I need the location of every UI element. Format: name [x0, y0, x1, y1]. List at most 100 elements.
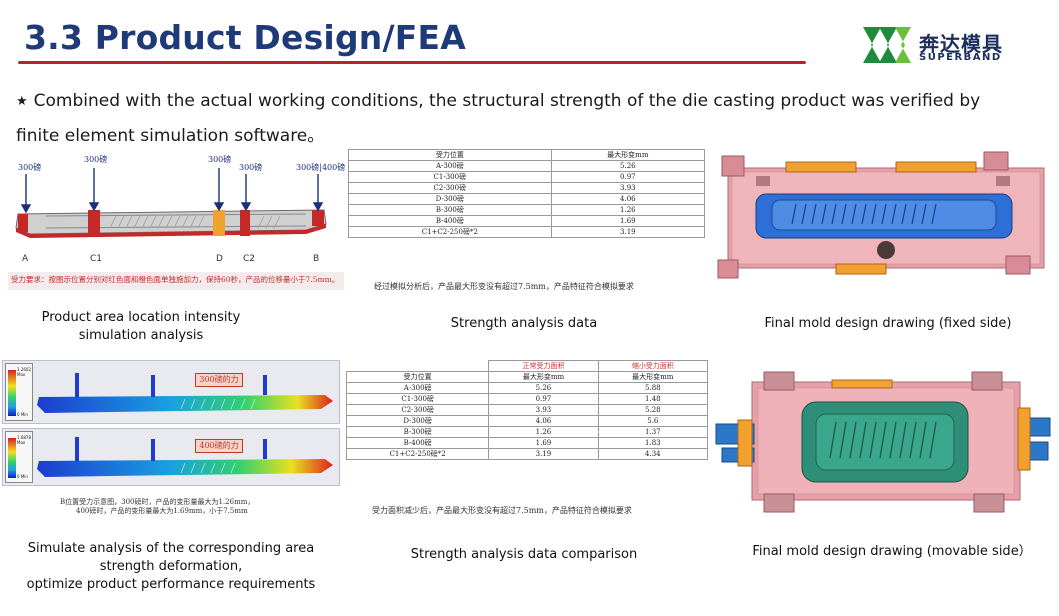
legend-colorbar: [8, 438, 16, 478]
table2-group-reduced: 缩小受力面积: [597, 360, 709, 372]
table-cell: 3.19: [550, 226, 706, 238]
point-label-d: D: [216, 254, 223, 264]
table-cell: 4.34: [597, 448, 709, 460]
caption-load-analysis: Product area location intensity simulati…: [41, 310, 241, 343]
point-label-b: B: [313, 254, 319, 264]
force-label-c1: 300磅: [84, 154, 107, 164]
simulation-note-line1: B位置受力示意图，300磅时，产品的变形量最大为1.26mm，: [60, 498, 255, 506]
load-position-diagram: 300磅 300磅 300磅 300磅 300磅|400磅 A C1 D C2 …: [15, 154, 345, 264]
load-requirement-note: 受力要求：按图示位置分别对红色面和橙色面单独施加力，保持60秒，产品的位移量小于…: [8, 272, 344, 290]
table-cell: 1.69: [488, 437, 599, 449]
legend-min-label: 0 Min: [17, 412, 28, 417]
table-cell: 1.83: [597, 437, 709, 449]
color-legend: 1.2602 Max 0 Min: [5, 363, 33, 421]
force-label-c2: 300磅: [239, 162, 262, 172]
caption-strength-data: Strength analysis data: [450, 316, 598, 331]
table-cell: C1+C2-250磅*2: [345, 448, 490, 460]
star-bullet-icon: ★: [16, 94, 28, 109]
table-cell: D-300磅: [345, 415, 490, 427]
table1-header-deformation: 最大形变mm: [550, 149, 706, 161]
deformation-plot-400: [37, 437, 333, 477]
table-cell: 0.97: [488, 393, 599, 405]
company-logo: 奔达模具 SUPERBAND: [861, 22, 1021, 68]
point-label-a: A: [22, 254, 29, 264]
table-cell: 1.37: [597, 426, 709, 438]
table-cell: 1.26: [488, 426, 599, 438]
table-cell: C1+C2-250磅*2: [348, 226, 552, 238]
point-label-c1: C1: [90, 254, 102, 264]
force-tag-300: 300磅的力: [195, 373, 243, 387]
table-cell: 5.26: [488, 382, 599, 394]
table-cell: 4.06: [550, 193, 706, 205]
point-label-c2: C2: [243, 254, 255, 264]
title-underline: [18, 61, 806, 64]
table-cell: B-300磅: [348, 204, 552, 216]
force-tag-400: 400磅的力: [195, 439, 243, 453]
caption-fixed-mold: Final mold design drawing (fixed side): [764, 316, 1012, 331]
table-cell: 1.69: [550, 215, 706, 227]
table-cell: 3.93: [488, 404, 599, 416]
intro-text: Combined with the actual working conditi…: [16, 91, 981, 146]
table-cell: 1.48: [597, 393, 709, 405]
caption-comparison: Strength analysis data comparison: [410, 547, 638, 562]
caption-movable-mold: Final mold design drawing (movable side）: [752, 544, 1032, 559]
simulation-image-400: 1.6878 Max 0 Min 400磅的力: [2, 428, 340, 486]
table-cell: C2-300磅: [348, 182, 552, 194]
intro-paragraph: ★Combined with the actual working condit…: [16, 84, 1016, 153]
logo-chinese-text: 奔达模具: [919, 32, 1003, 56]
table1-note: 经过模拟分析后，产品最大形变没有超过7.5mm，产品特征符合模拟要求: [374, 282, 634, 291]
table-cell: 1.26: [550, 204, 706, 216]
simulation-note: B位置受力示意图，300磅时，产品的变形量最大为1.26mm， 400磅时，产品…: [60, 498, 300, 516]
legend-colorbar: [8, 370, 16, 416]
table-cell: C1-300磅: [345, 393, 490, 405]
table2-header-deformation-normal: 最大形变mm: [488, 371, 599, 383]
table-cell: B-300磅: [345, 426, 490, 438]
force-label-b: 300磅|400磅: [296, 162, 345, 172]
table-cell: 5.88: [597, 382, 709, 394]
color-legend: 1.6878 Max 0 Min: [5, 431, 33, 483]
table-cell: D-300磅: [348, 193, 552, 205]
table1-header-position: 受力位置: [348, 149, 552, 161]
table-cell: 4.06: [488, 415, 599, 427]
table-cell: 5.6: [597, 415, 709, 427]
superband-logo-icon: [863, 27, 911, 63]
page-title: 3.3 Product Design/FEA: [24, 18, 466, 57]
table-cell: 3.19: [488, 448, 599, 460]
table-cell: A-300磅: [345, 382, 490, 394]
legend-min-label: 0 Min: [17, 474, 28, 479]
table-cell: 3.93: [550, 182, 706, 194]
table-cell: 0.97: [550, 171, 706, 183]
table-cell: B-400磅: [345, 437, 490, 449]
fixed-mold-drawing: [717, 151, 1045, 279]
force-label-d: 300磅: [208, 154, 231, 164]
caption-simulation: Simulate analysis of the corresponding a…: [26, 541, 316, 592]
simulation-image-300: 1.2602 Max 0 Min 300磅的力: [2, 360, 340, 424]
movable-mold-drawing: [715, 371, 1051, 513]
table-cell: C2-300磅: [345, 404, 490, 416]
table-cell: 5.28: [597, 404, 709, 416]
deformation-plot-300: [37, 373, 333, 413]
table-cell: 5.26: [550, 160, 706, 172]
table2-header-position: 受力位置: [345, 371, 490, 383]
logo-english-text: SUPERBAND: [919, 52, 1002, 63]
table-cell: B-400磅: [348, 215, 552, 227]
simulation-note-line2: 400磅时，产品的变形量最大为1.69mm，小于7.5mm: [76, 507, 248, 515]
legend-max-label: 1.2602 Max: [17, 367, 31, 377]
table2-group-normal: 正常受力面积: [488, 360, 599, 372]
force-label-a: 300磅: [18, 162, 41, 172]
